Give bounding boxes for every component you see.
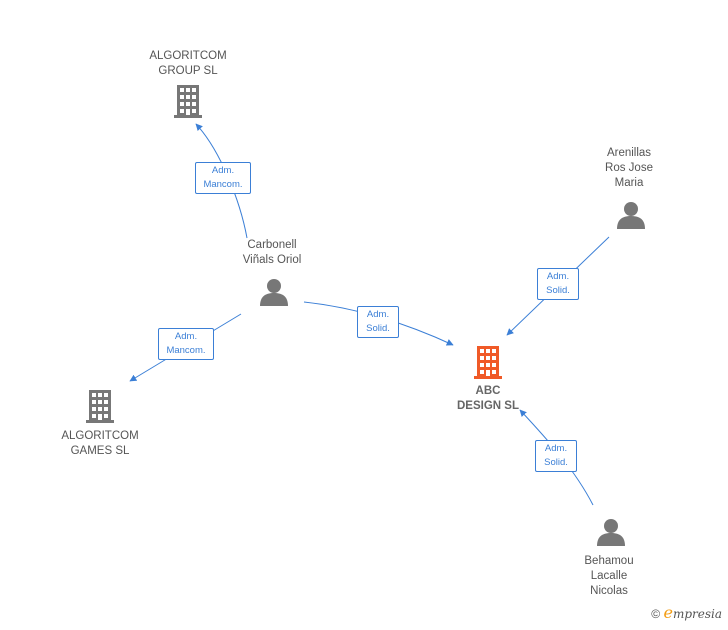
node-label-algoritcom-group[interactable]: ALGORITCOM GROUP SL — [149, 50, 227, 77]
node-label-abc-design[interactable]: ABC DESIGN SL — [457, 385, 519, 412]
footer-brand: © empresia — [651, 603, 722, 622]
person-icon — [260, 279, 288, 306]
person-icon — [597, 519, 625, 546]
node-label-algoritcom-games[interactable]: ALGORITCOM GAMES SL — [61, 430, 139, 457]
edge-label-carbonell-games[interactable]: Adm. Mancom. — [158, 328, 214, 360]
building-icon — [86, 390, 114, 423]
node-label-arenillas[interactable]: Arenillas Ros Jose Maria — [605, 147, 653, 189]
node-label-behamou[interactable]: Behamou Lacalle Nicolas — [584, 555, 634, 597]
node-label-carbonell[interactable]: Carbonell Viñals Oriol — [242, 239, 302, 266]
edge-label-carbonell-abc[interactable]: Adm. Solid. — [357, 306, 399, 338]
edge-label-behamou-abc[interactable]: Adm. Solid. — [535, 440, 577, 472]
copyright-symbol: © — [651, 607, 661, 621]
brand-logo-initial: e — [663, 603, 673, 622]
edge-label-carbonell-group[interactable]: Adm. Mancom. — [195, 162, 251, 194]
building-icon — [474, 346, 502, 379]
edge-label-arenillas-abc[interactable]: Adm. Solid. — [537, 268, 579, 300]
person-icon — [617, 202, 645, 229]
building-icon — [174, 85, 202, 118]
brand-logo-text: mpresia — [672, 607, 722, 621]
